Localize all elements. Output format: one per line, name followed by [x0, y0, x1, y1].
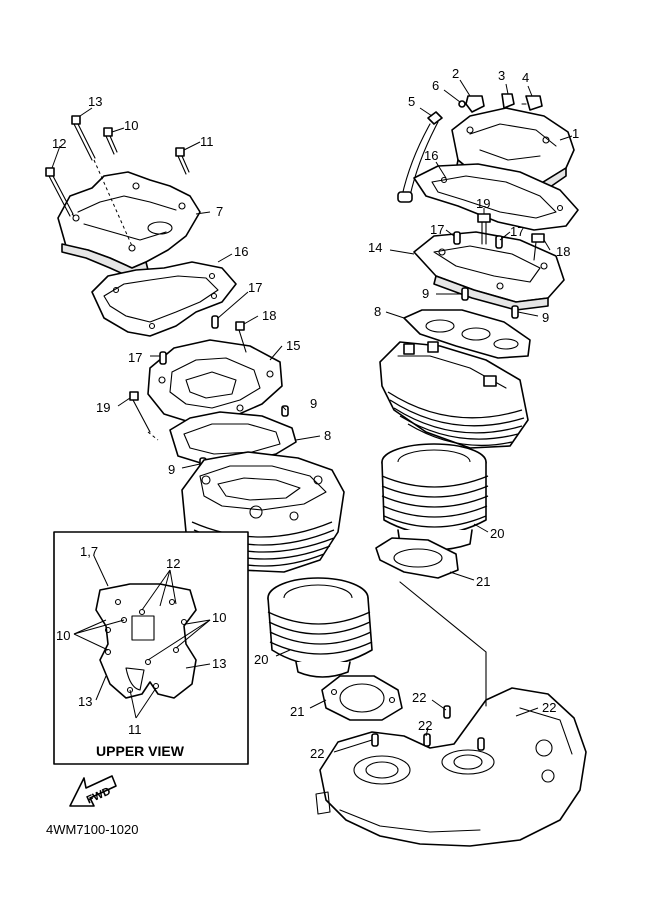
- upper-view-inset: 1,7 12 10 10 13 13 11 UPPER VIEW: [53, 531, 249, 765]
- callout-22-a: 22: [412, 690, 426, 705]
- callout-20-right: 20: [490, 526, 504, 541]
- rocker-assembly-14: [413, 213, 565, 319]
- callout-16-right: 16: [424, 148, 438, 163]
- rocker-assembly-15: [129, 315, 283, 441]
- inset-callout-10-right: 10: [212, 610, 226, 625]
- callout-1: 1: [572, 126, 579, 141]
- callout-5: 5: [408, 94, 415, 109]
- callout-22-d: 22: [542, 700, 556, 715]
- gasket-16-left: [91, 261, 237, 337]
- cylinder-head-right: [379, 341, 529, 449]
- breather-hose-5: [397, 111, 443, 203]
- callout-19-right: 19: [476, 196, 490, 211]
- callout-9-right-b: 9: [542, 310, 549, 325]
- inset-title: UPPER VIEW: [96, 743, 185, 759]
- inset-callout-13-right: 13: [212, 656, 226, 671]
- callout-17-lower-left: 17: [128, 350, 142, 365]
- callout-21-left: 21: [290, 704, 304, 719]
- callout-9-upper-left: 9: [310, 396, 317, 411]
- callout-8-right: 8: [374, 304, 381, 319]
- callout-10: 10: [124, 118, 138, 133]
- inset-callout-1-7: 1,7: [80, 544, 98, 559]
- cylinder-fins-right: [381, 475, 489, 528]
- leader-lines: [51, 79, 573, 753]
- callout-7: 7: [216, 204, 223, 219]
- callout-12: 12: [52, 136, 66, 151]
- callout-4: 4: [522, 70, 529, 85]
- cylinder-fins-left: [267, 611, 373, 655]
- gasket-8-right: [403, 309, 531, 359]
- cylinder-left-20: [267, 577, 373, 678]
- callout-9-right-a: 9: [422, 286, 429, 301]
- callout-22-c: 22: [310, 746, 324, 761]
- gasket-8-left: [169, 405, 297, 469]
- head-cover-7: [57, 171, 201, 279]
- callout-16-left: 16: [234, 244, 248, 259]
- inset-callout-12: 12: [166, 556, 180, 571]
- callout-20-left: 20: [254, 652, 268, 667]
- callout-6: 6: [432, 78, 439, 93]
- callout-18-left: 18: [262, 308, 276, 323]
- crankcase: [315, 581, 587, 847]
- bolts-top-left: [45, 115, 190, 247]
- inset-callout-11: 11: [128, 722, 142, 737]
- callout-15: 15: [286, 338, 300, 353]
- callout-11: 11: [200, 134, 214, 149]
- callout-19-left: 19: [96, 400, 110, 415]
- inset-callout-10-left: 10: [56, 628, 70, 643]
- head-fins-right: [387, 391, 525, 447]
- callout-14: 14: [368, 240, 382, 255]
- callout-17-right-a: 17: [430, 222, 444, 237]
- base-gasket-21-right: [375, 537, 459, 579]
- callout-22-b: 22: [418, 718, 432, 733]
- gasket-16-right: [413, 163, 579, 231]
- callout-8-left: 8: [324, 428, 331, 443]
- cylinder-right-20: [381, 443, 489, 551]
- diagram-code: 4WM7100-1020: [46, 822, 139, 837]
- callout-labels: 13 10 12 11 7 16 17 18 15 17 19 9 8 9 2 …: [52, 66, 579, 761]
- forward-arrow-icon: FWD: [69, 775, 117, 807]
- inset-callout-13-left: 13: [78, 694, 92, 709]
- base-gasket-21-left: [321, 675, 403, 721]
- callout-3: 3: [498, 68, 505, 83]
- callout-18-right: 18: [556, 244, 570, 259]
- callout-17-upper-left: 17: [248, 280, 262, 295]
- callout-9-lower-left: 9: [168, 462, 175, 477]
- callout-17-right-b: 17: [510, 224, 524, 239]
- callout-13: 13: [88, 94, 102, 109]
- callout-2: 2: [452, 66, 459, 81]
- callout-21-right: 21: [476, 574, 490, 589]
